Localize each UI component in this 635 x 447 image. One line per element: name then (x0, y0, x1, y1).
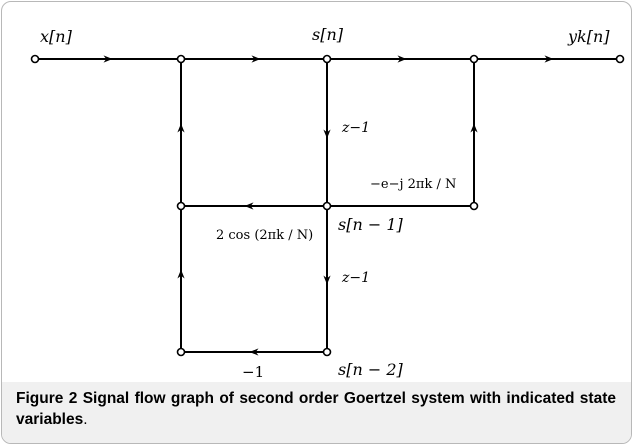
label-minus-one: −1 (242, 363, 264, 381)
node-top-right (469, 54, 479, 64)
node-top-left (176, 54, 186, 64)
label-coeff-feedback: 2 cos (2πk / N) (216, 228, 313, 243)
label-output: yk[n] (567, 27, 610, 46)
label-coeff-output: −e−j 2πk / N (370, 177, 456, 192)
label-state-s1: s[n − 1] (338, 215, 404, 234)
node-input (30, 54, 40, 64)
node-s1 (322, 201, 332, 211)
label-delay-2: z−1 (341, 270, 370, 286)
label-input: x[n] (40, 27, 73, 46)
caption-band (2, 382, 631, 443)
node-mid-left (176, 201, 186, 211)
figure-label: Figure 2 (16, 390, 78, 407)
node-mid-right (469, 201, 479, 211)
node-s (322, 54, 332, 64)
figure-caption: Figure 2 Signal flow graph of second ord… (16, 388, 616, 430)
node-bottom-left (176, 347, 186, 357)
figure-title: Signal flow graph of second order Goertz… (16, 390, 616, 428)
figure-caption-period: . (83, 411, 88, 428)
node-output (615, 54, 625, 64)
label-state-s2: s[n − 2] (338, 360, 404, 379)
label-state-s: s[n] (312, 25, 344, 44)
node-s2 (322, 347, 332, 357)
signal-flow-graph: x[n] s[n] yk[n] z−1 −e−j 2πk / N 2 cos (… (30, 25, 625, 381)
label-delay-1: z−1 (341, 120, 370, 136)
